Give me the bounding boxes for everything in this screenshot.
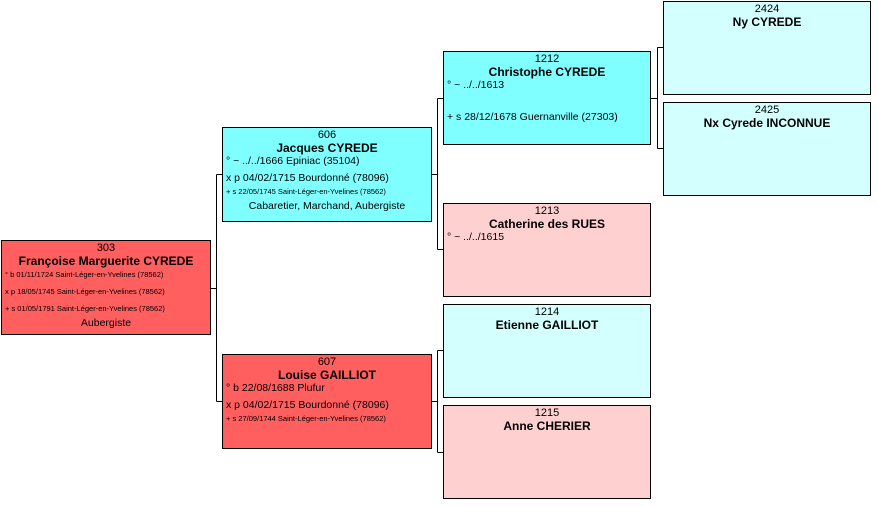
burial-event: + s 27/09/1744 Saint-Léger-en-Yvelines (… (226, 414, 386, 423)
baptism-event: ° b 01/11/1724 Saint-Léger-en-Yvelines (… (5, 270, 164, 279)
person-name: Nx Cyrede INCONNUE (703, 116, 831, 130)
birth-event: ° ~ ../../1615 (447, 231, 505, 243)
person-606[interactable]: 606 Jacques CYREDE ° ~ ../../1666 Epinia… (222, 127, 432, 222)
marriage-event: x p 18/05/1745 Saint-Léger-en-Yvelines (… (5, 287, 165, 296)
person-1214[interactable]: 1214 Etienne GAILLIOT (443, 304, 651, 398)
connector-606 (431, 98, 443, 250)
person-name: Etienne GAILLIOT (495, 318, 599, 332)
sosa-number: 1212 (534, 53, 560, 65)
birth-event: ° ~ ../../1666 Epiniac (35104) (226, 155, 360, 167)
person-name: Françoise Marguerite CYREDE (18, 254, 194, 268)
person-2424[interactable]: 2424 Ny CYREDE (663, 1, 871, 95)
baptism-event: ° b 22/08/1688 Plufur (226, 382, 325, 394)
sosa-number: 2425 (754, 104, 780, 116)
connector-1212 (651, 47, 663, 149)
connector-303 (210, 174, 222, 402)
person-1212[interactable]: 1212 Christophe CYREDE ° ~ ../../1613 + … (443, 51, 651, 145)
birth-event: ° ~ ../../1613 (447, 79, 505, 91)
connector-607 (431, 350, 443, 453)
person-name: Christophe CYREDE (488, 65, 606, 79)
sosa-number: 1215 (534, 407, 560, 419)
sosa-number: 2424 (754, 3, 780, 15)
burial-event: + s 28/12/1678 Guernanville (27303) (447, 111, 618, 123)
person-2425[interactable]: 2425 Nx Cyrede INCONNUE (663, 102, 871, 196)
sosa-number: 607 (317, 356, 337, 368)
person-303[interactable]: 303 Françoise Marguerite CYREDE ° b 01/1… (1, 240, 211, 335)
person-name: Louise GAILLIOT (278, 368, 376, 382)
person-name: Jacques CYREDE (276, 141, 378, 155)
person-607[interactable]: 607 Louise GAILLIOT ° b 22/08/1688 Plufu… (222, 354, 432, 449)
person-name: Catherine des RUES (488, 217, 606, 231)
person-name: Ny CYREDE (732, 15, 802, 29)
person-name: Anne CHERIER (503, 419, 591, 433)
occupation: Aubergiste (80, 317, 132, 329)
person-1215[interactable]: 1215 Anne CHERIER (443, 405, 651, 499)
sosa-number: 303 (96, 242, 116, 254)
marriage-event: x p 04/02/1715 Bourdonné (78096) (226, 399, 389, 411)
sosa-number: 606 (317, 129, 337, 141)
burial-event: + s 22/05/1745 Saint-Léger-en-Yvelines (… (226, 187, 386, 196)
burial-event: + s 01/05/1791 Saint-Léger-en-Yvelines (… (5, 304, 165, 313)
sosa-number: 1213 (534, 205, 560, 217)
person-1213[interactable]: 1213 Catherine des RUES ° ~ ../../1615 (443, 203, 651, 297)
sosa-number: 1214 (534, 306, 560, 318)
occupation: Cabaretier, Marchand, Aubergiste (248, 200, 406, 212)
marriage-event: x p 04/02/1715 Bourdonné (78096) (226, 172, 389, 184)
